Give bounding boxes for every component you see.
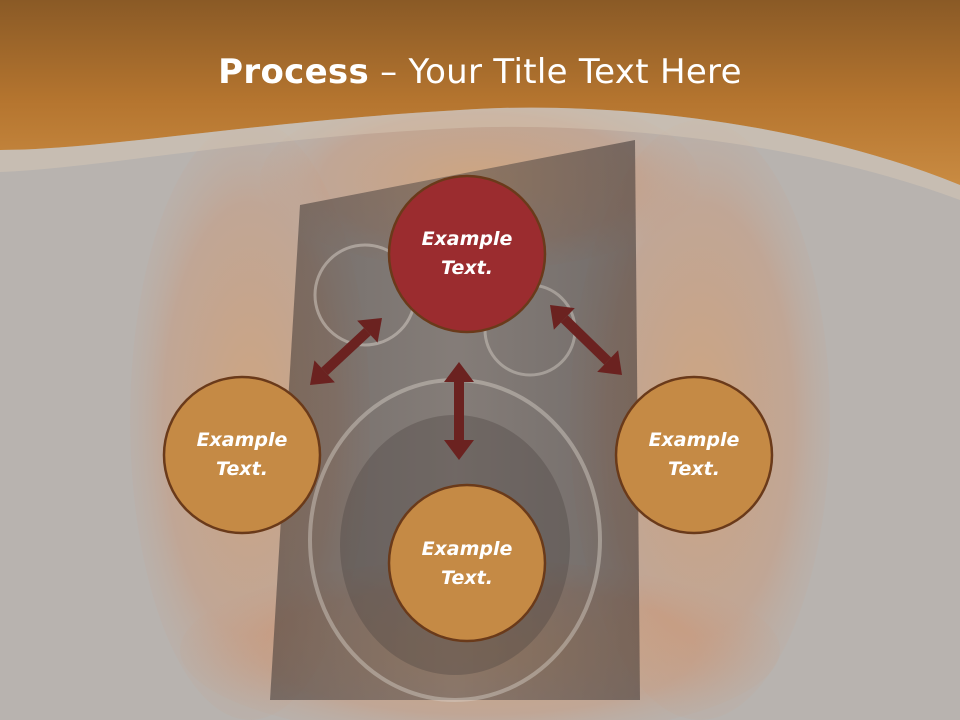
circle-bottom xyxy=(387,483,547,643)
title-separator: – xyxy=(369,52,409,92)
title-bold: Process xyxy=(218,52,370,92)
circle-top xyxy=(387,174,547,334)
circle-left-line2: Text. xyxy=(216,458,268,480)
circle-bottom-line1: Example xyxy=(421,538,513,560)
title-text: Your Title Text Here xyxy=(408,52,742,92)
header-curve-highlight xyxy=(0,107,960,200)
arrow-top-bottom xyxy=(444,362,474,460)
header-band xyxy=(0,0,960,185)
circle-right xyxy=(614,375,774,535)
circle-bottom-line2: Text. xyxy=(441,567,493,589)
circle-left-label: Example Text. xyxy=(167,426,317,484)
circles xyxy=(162,174,774,643)
circle-top-line1: Example xyxy=(421,228,513,250)
circle-right-line2: Text. xyxy=(668,458,720,480)
circle-top-label: Example Text. xyxy=(392,225,542,283)
circle-left xyxy=(162,375,322,535)
arrow-top-right xyxy=(550,305,622,375)
circle-top-line2: Text. xyxy=(441,257,493,279)
arrow-top-left xyxy=(310,318,382,385)
arrows xyxy=(310,305,622,460)
circle-bottom-label: Example Text. xyxy=(392,535,542,593)
page-title: Process – Your Title Text Here xyxy=(0,52,960,92)
circle-left-line1: Example xyxy=(196,429,288,451)
circle-right-label: Example Text. xyxy=(619,426,769,484)
circle-right-line1: Example xyxy=(648,429,740,451)
